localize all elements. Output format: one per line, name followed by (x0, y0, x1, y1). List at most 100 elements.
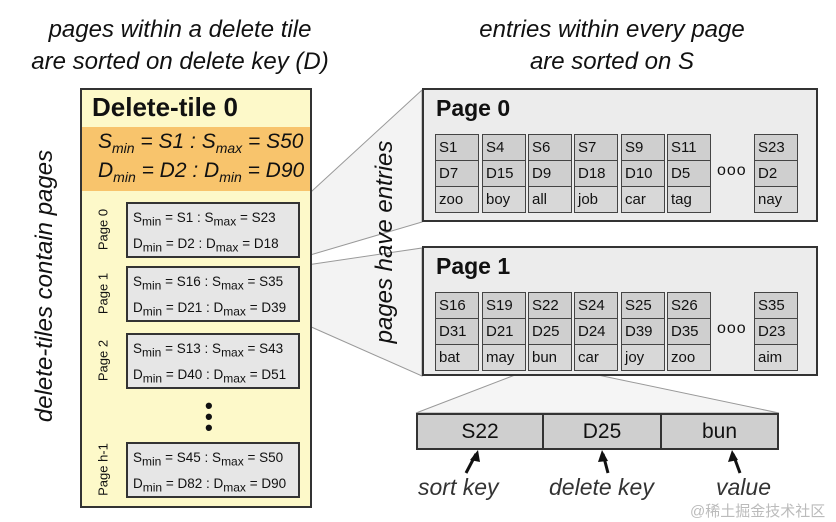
entry-value: may (483, 345, 525, 370)
sort-arrowhead-icon (470, 450, 480, 462)
page-d-range: Dmin = D2 : Dmax = D18 (133, 235, 279, 255)
tile-page-box[interactable]: Smin = S45 : Smax = S50 Dmin = D82 : Dma… (126, 442, 300, 498)
tile-page-box[interactable]: Smin = S1 : Smax = S23 Dmin = D2 : Dmax … (126, 202, 300, 258)
page-s-range: Smin = S16 : Smax = S35 (133, 274, 284, 293)
tile-page-label: Page 0 (95, 208, 111, 251)
entry-value: nay (755, 187, 797, 212)
entry-sort-key: S24 (575, 293, 617, 319)
entry-value: bun (529, 345, 571, 370)
entry-delete-key: D25 (542, 413, 662, 450)
entry-sort-key: S19 (483, 293, 525, 319)
entry-delete-key: D18 (575, 161, 617, 187)
tile-range-band (82, 127, 310, 191)
page-d-range: Dmin = D82 : Dmax = D90 (133, 475, 287, 495)
entry-delete-key: D2 (755, 161, 797, 187)
page-s-range: Smin = S13 : Smax = S43 (133, 341, 284, 360)
entry-sort-key: S16 (436, 293, 478, 319)
entry-value: joy (622, 345, 664, 370)
entry-cell[interactable]: S35 D23 aim (754, 292, 798, 371)
entry-value: job (575, 187, 617, 212)
entry-delete-key: D7 (436, 161, 478, 187)
entry-delete-key: D25 (529, 319, 571, 345)
vertical-ellipsis: ••• (205, 393, 213, 440)
tiles-contain-pages-label: delete-tiles contain pages (31, 149, 58, 423)
pages-have-entries-label: pages have entries (371, 140, 398, 344)
entry-sort-key: S11 (668, 135, 710, 161)
entry-cell[interactable]: S11 D5 tag (667, 134, 711, 213)
entry-value: car (622, 187, 664, 212)
page-d-range: Dmin = D40 : Dmax = D51 (133, 366, 287, 386)
entry-delete-key: D9 (529, 161, 571, 187)
entry-cell[interactable]: S24 D24 car (574, 292, 618, 371)
entry-sort-key: S9 (622, 135, 664, 161)
horizontal-ellipsis: ooo (717, 320, 747, 337)
entry-value: zoo (436, 187, 478, 212)
entry-sort-key: S4 (483, 135, 525, 161)
page1-zoom-connector (299, 247, 423, 377)
delete-arrowhead-icon (598, 450, 608, 462)
delete-tile-title: Delete-tile 0 (92, 92, 238, 122)
watermark: @稀土掘金技术社区 (690, 503, 826, 520)
entry-cell[interactable]: S22 D25 bun (528, 292, 572, 371)
tile-page-label: Page 2 (95, 339, 111, 382)
entry-sort-key: S26 (668, 293, 710, 319)
tile-page-box[interactable]: Smin = S16 : Smax = S35 Dmin = D21 : Dma… (126, 266, 300, 322)
entry-value: all (529, 187, 571, 212)
entry-delete-key: D10 (622, 161, 664, 187)
entry-sort-key: S25 (622, 293, 664, 319)
left-caption-line2: are sorted on delete key (D) (31, 48, 329, 75)
value-label: value (716, 474, 771, 500)
entry-cell[interactable]: S16 D31 bat (435, 292, 479, 371)
horizontal-ellipsis: ooo (717, 162, 747, 179)
entry-sort-key: S22 (416, 413, 544, 450)
entry-sort-key: S22 (529, 293, 571, 319)
entry-zoom-connector (415, 369, 780, 414)
sort-key-label: sort key (418, 474, 499, 500)
page-s-range: Smin = S1 : Smax = S23 (133, 210, 276, 229)
right-caption-line1: entries within every page (479, 16, 745, 43)
entry-sort-key: S7 (575, 135, 617, 161)
entry-delete-key: D21 (483, 319, 525, 345)
entry-cell[interactable]: S25 D39 joy (621, 292, 665, 371)
value-arrowhead-icon (728, 450, 738, 462)
entry-cell[interactable]: S9 D10 car (621, 134, 665, 213)
left-caption: pages within a delete tile are sorted on… (0, 14, 360, 78)
left-caption-line1: pages within a delete tile (48, 16, 312, 43)
entry-delete-key: D23 (755, 319, 797, 345)
entry-cell[interactable]: S6 D9 all (528, 134, 572, 213)
entry-cell[interactable]: S19 D21 may (482, 292, 526, 371)
entry-sort-key: S6 (529, 135, 571, 161)
entry-cell[interactable]: S7 D18 job (574, 134, 618, 213)
entry-sort-key: S1 (436, 135, 478, 161)
entry-delete-key: D31 (436, 319, 478, 345)
tile-page-label: Page h-1 (95, 443, 111, 496)
entry-value: aim (755, 345, 797, 370)
right-caption: entries within every page are sorted on … (432, 14, 792, 78)
entry-page-title: Page 0 (436, 95, 511, 121)
entry-cell[interactable]: S4 D15 boy (482, 134, 526, 213)
tile-page-box[interactable]: Smin = S13 : Smax = S43 Dmin = D40 : Dma… (126, 333, 300, 389)
entry-sort-key: S35 (755, 293, 797, 319)
page-d-range: Dmin = D21 : Dmax = D39 (133, 299, 287, 319)
tile-d-range: Dmin = D2 : Dmin = D90 (98, 159, 305, 186)
entry-delete-key: D39 (622, 319, 664, 345)
entry-page-title: Page 1 (436, 253, 511, 279)
tile-page-label: Page 1 (95, 272, 111, 315)
entry-value: boy (483, 187, 525, 212)
tile-s-range: Smin = S1 : Smax = S50 (98, 130, 304, 157)
entry-value: tag (668, 187, 710, 212)
entry-cell[interactable]: S23 D2 nay (754, 134, 798, 213)
entry-delete-key: D24 (575, 319, 617, 345)
page0-zoom-connector (299, 88, 423, 259)
entry-value: bat (436, 345, 478, 370)
entry-sort-key: S23 (755, 135, 797, 161)
entry-cell[interactable]: S1 D7 zoo (435, 134, 479, 213)
page-s-range: Smin = S45 : Smax = S50 (133, 450, 284, 469)
entry-value: zoo (668, 345, 710, 370)
right-caption-line2: are sorted on S (529, 48, 695, 75)
entry-delete-key: D15 (483, 161, 525, 187)
entry-delete-key: D35 (668, 319, 710, 345)
entry-cell[interactable]: S26 D35 zoo (667, 292, 711, 371)
entry-value: car (575, 345, 617, 370)
